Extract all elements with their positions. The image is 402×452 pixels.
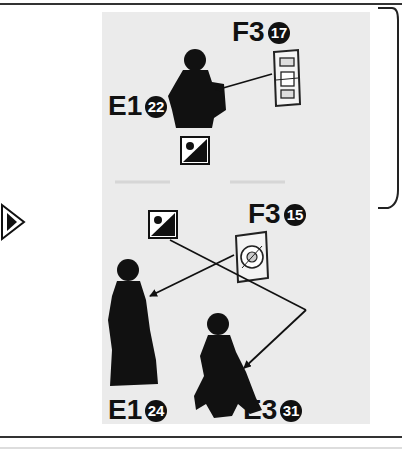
part-f3-15 bbox=[236, 232, 268, 282]
sticker-symbol bbox=[181, 137, 209, 164]
part-f3-17 bbox=[274, 50, 300, 106]
callout-number: 22 bbox=[145, 96, 167, 118]
figure-e1-22 bbox=[168, 49, 226, 128]
part-code: E1 bbox=[108, 92, 142, 120]
callout-number: 15 bbox=[284, 204, 306, 226]
figure-e1-24 bbox=[108, 259, 158, 386]
part-code: F3 bbox=[248, 200, 281, 228]
part-code: E3 bbox=[243, 396, 277, 424]
part-code: E1 bbox=[108, 396, 142, 424]
callout-number: 17 bbox=[268, 22, 290, 44]
callout-number: 31 bbox=[280, 400, 302, 422]
part-code: F3 bbox=[232, 18, 265, 46]
callout-number: 24 bbox=[145, 400, 167, 422]
sticker-symbol bbox=[149, 211, 177, 238]
